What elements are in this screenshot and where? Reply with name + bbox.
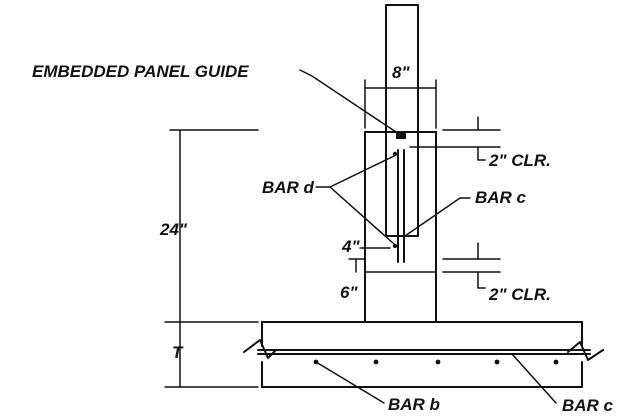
- thickness-label: T: [172, 343, 184, 362]
- bottom-clearance-label: 2" CLR.: [488, 285, 551, 304]
- top-clearance-label: 2" CLR.: [488, 151, 551, 170]
- bar-c-upper-label: BAR c: [475, 188, 527, 207]
- thickness-dimension: T: [164, 321, 259, 388]
- height-24-dimension: 24": [159, 129, 259, 323]
- bar-b-label: BAR b: [388, 395, 440, 414]
- dim-4-dimension: 4": [341, 237, 391, 256]
- bar-d-callout: BAR d: [262, 155, 395, 245]
- bar-c-lower-callout: BAR c: [511, 353, 614, 415]
- bar-d-dot-lower: [392, 243, 398, 249]
- height-24-label: 24": [159, 220, 188, 239]
- bar-b-callout: BAR b: [315, 361, 440, 414]
- top-clearance-dimension: 2" CLR.: [409, 116, 551, 170]
- bottom-clearance-dimension: 2" CLR.: [442, 242, 551, 304]
- embedded-panel-guide-callout: EMBEDDED PANEL GUIDE: [32, 62, 400, 135]
- bar-c-upper-callout: BAR c: [404, 188, 527, 237]
- width-dimension: 8": [364, 63, 437, 129]
- panel-guide-block: [396, 132, 406, 139]
- bar-c-vertical: [392, 149, 405, 263]
- dim-4-label: 4": [341, 237, 360, 256]
- dim-6-label: 6": [340, 283, 358, 302]
- bar-d-label: BAR d: [262, 178, 315, 197]
- dim-6-dimension: 6": [340, 258, 366, 302]
- precast-panel: [385, 4, 419, 237]
- width-8-label: 8": [392, 63, 410, 82]
- embedded-panel-guide-label: EMBEDDED PANEL GUIDE: [32, 62, 249, 81]
- bar-c-lower-label: BAR c: [562, 396, 614, 415]
- footing-slab: [243, 321, 604, 388]
- bar-d-dot-upper: [392, 151, 398, 157]
